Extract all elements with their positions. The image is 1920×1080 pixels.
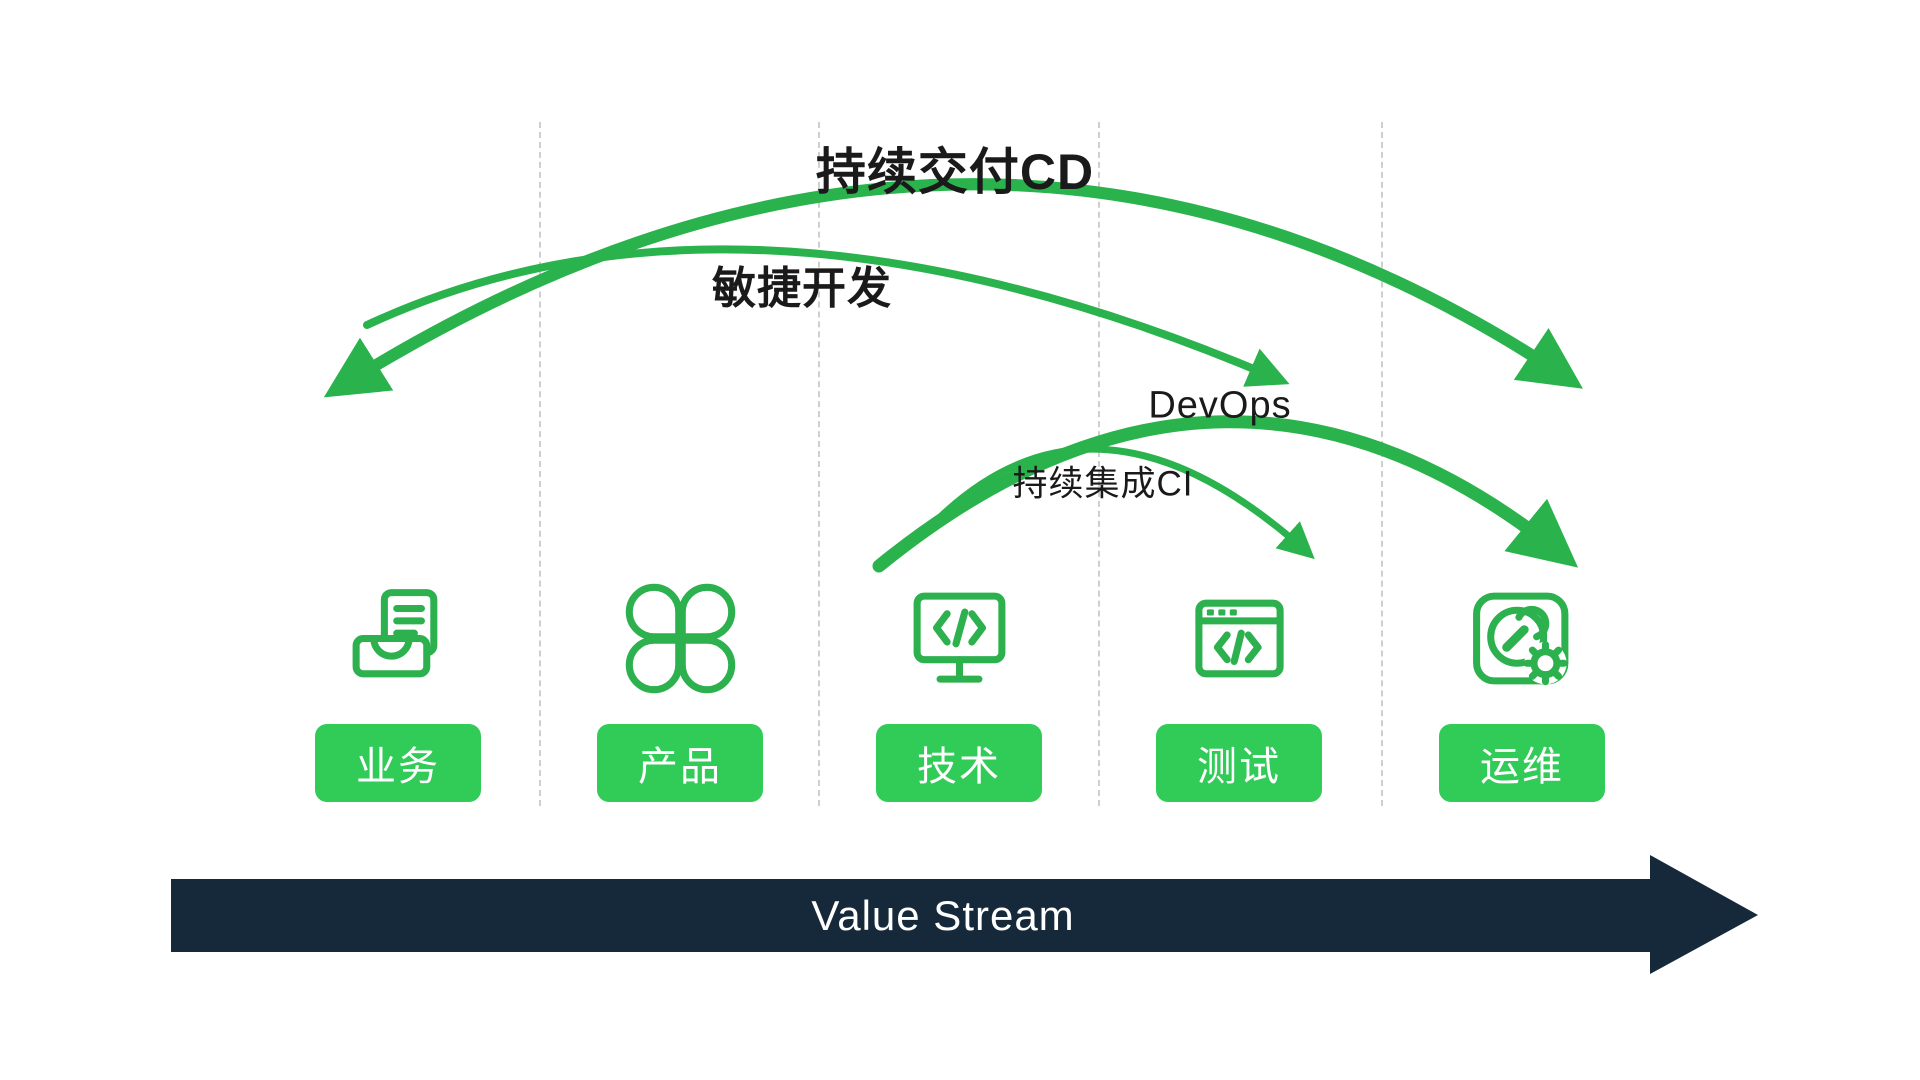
devops-label: DevOps [1148,384,1292,427]
value-stream-label: Value Stream [811,892,1075,939]
stage-label-product: 产品 [597,724,763,802]
stage-divider [539,122,541,806]
monitor-code-icon [903,582,1016,695]
stage-label-business: 业务 [315,724,481,802]
stage-divider [818,122,820,806]
stage-technology: 技术 [876,582,1042,802]
stage-business: 业务 [315,582,481,802]
stage-operations: 运维 [1439,582,1605,802]
value-stream-arrow-shape [171,855,1758,974]
stage-product: 产品 [597,582,763,802]
continuous-delivery-label: 持续交付CD [815,144,1095,200]
agile-development-label: 敏捷开发 [712,264,892,313]
stage-testing: 测试 [1156,582,1322,802]
stage-label-technology: 技术 [876,724,1042,802]
stage-label-operations: 运维 [1439,724,1605,802]
document-tray-icon [342,582,455,695]
continuous-integration-label: 持续集成CI [1012,464,1194,504]
wrench-gear-icon [1466,582,1579,695]
stage-label-testing: 测试 [1156,724,1322,802]
browser-code-icon [1183,582,1296,695]
clover-icon [624,582,737,695]
